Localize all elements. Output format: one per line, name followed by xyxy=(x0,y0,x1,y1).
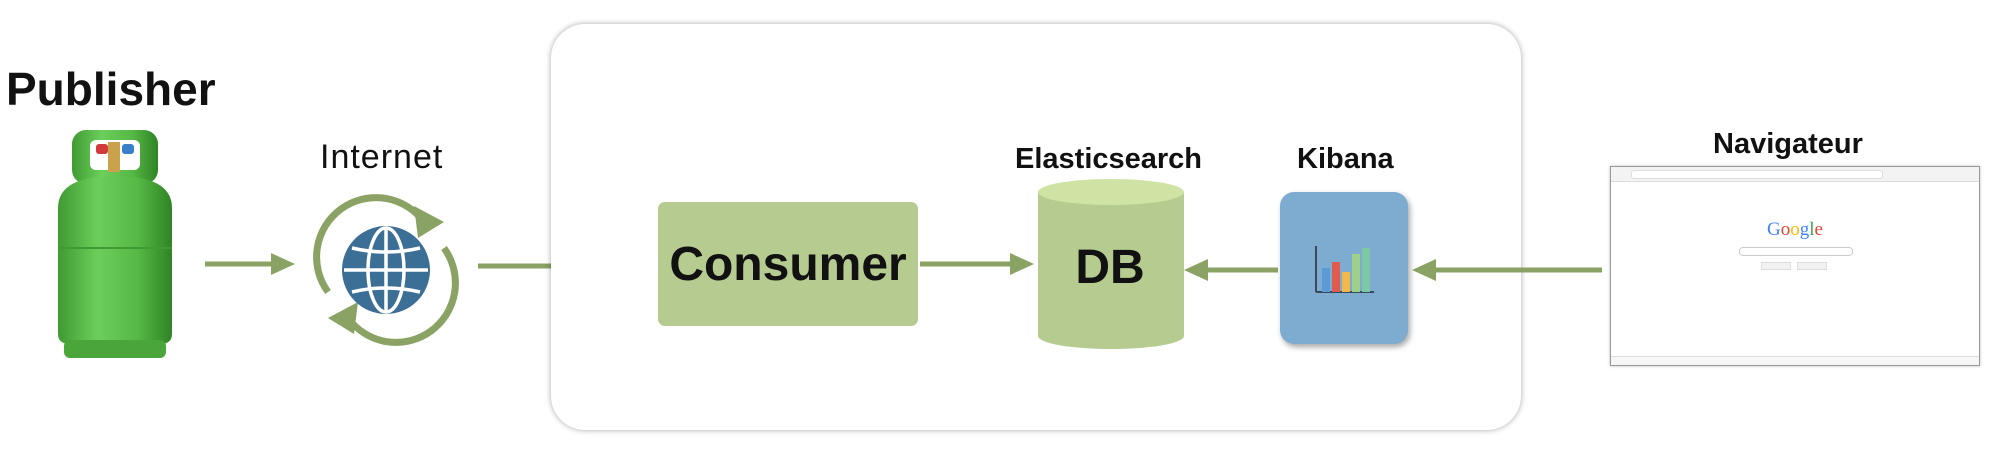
google-logo: Google xyxy=(1767,219,1823,240)
consumer-label: Consumer xyxy=(669,237,907,291)
consumer-node: Consumer xyxy=(658,202,918,326)
globe-sync-icon xyxy=(313,194,459,346)
internet-label: Internet xyxy=(320,138,444,176)
browser-search-box xyxy=(1739,247,1853,256)
browser-window-icon: Google xyxy=(1610,166,1980,366)
gas-cylinder-icon xyxy=(58,130,172,358)
browser-search-button xyxy=(1761,262,1791,270)
publisher-title: Publisher xyxy=(6,63,216,115)
browser-url-bar xyxy=(1631,170,1883,179)
kibana-node xyxy=(1280,192,1408,344)
db-label: DB xyxy=(1075,241,1145,294)
kibana-label: Kibana xyxy=(1297,143,1394,175)
browser-footer xyxy=(1611,356,1979,365)
database-cylinder xyxy=(1038,179,1184,349)
arrow-consumer-to-db xyxy=(920,253,1034,275)
bar-chart-icon xyxy=(1315,246,1374,293)
browser-lucky-button xyxy=(1797,262,1827,270)
arrow-kibana-to-db xyxy=(1184,259,1278,281)
arrow-browser-to-kibana xyxy=(1412,259,1602,281)
navigateur-label: Navigateur xyxy=(1713,128,1863,160)
elasticsearch-label: Elasticsearch xyxy=(1015,143,1203,175)
arrow-publisher-to-internet xyxy=(205,253,295,275)
